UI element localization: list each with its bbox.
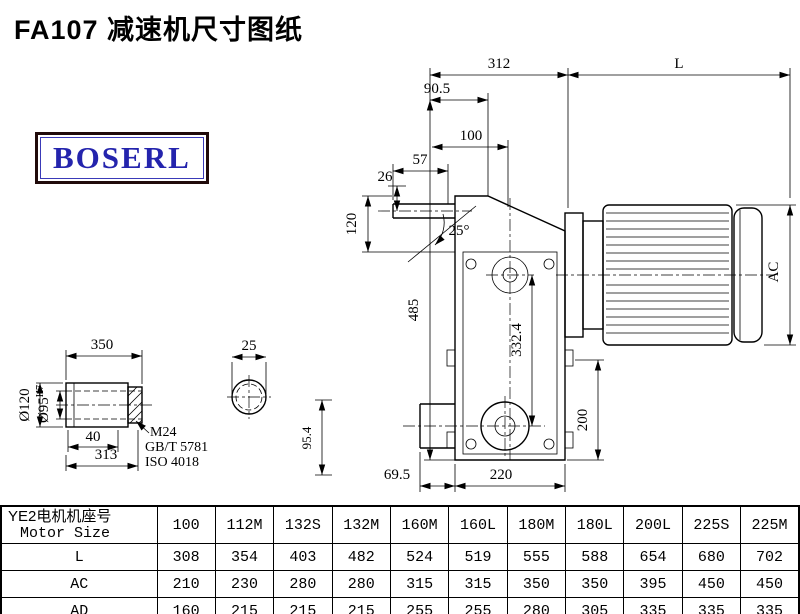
size-col-header: 132M [331, 505, 391, 544]
brand-logo-text: BOSERL [53, 140, 191, 175]
dim-cell: 255 [448, 597, 508, 614]
row-label-AC: AC [0, 570, 158, 598]
dim-shaft-length-313: 313 [95, 447, 118, 463]
size-col-header: 132S [273, 505, 333, 544]
dim-cell: 315 [389, 570, 450, 598]
size-col-header: 160L [448, 505, 508, 544]
table-row-AC: AC 210 230 280 280 315 315 350 350 395 4… [0, 570, 800, 598]
dim-cell: 350 [565, 570, 625, 598]
dim-key-25: 25 [242, 338, 257, 354]
dim-cell: 588 [565, 543, 625, 571]
size-col-header: 100 [156, 505, 216, 544]
motor-size-table: YE2电机机座号 Motor Size 100 112M 132S 132M 1… [0, 505, 800, 614]
motor-size-header-en: Motor Size [20, 525, 111, 542]
dim-cell: 230 [214, 570, 275, 598]
centerlines [56, 198, 774, 460]
dim-cell: 654 [623, 543, 683, 571]
dim-cell: 308 [156, 543, 216, 571]
dim-offset-69-5: 69.5 [384, 467, 410, 483]
dim-height-95-4: 95.4 [299, 426, 314, 449]
size-col-header: 180L [565, 505, 625, 544]
dim-shaft-length-350: 350 [91, 337, 114, 353]
dim-cell: 255 [389, 597, 450, 614]
dim-cell: 215 [214, 597, 275, 614]
gearbox-main-view [392, 195, 574, 461]
dim-motor-diameter-AC: AC [766, 262, 782, 283]
size-col-header: 160M [389, 505, 450, 544]
label-thread-m24: M24 [150, 425, 176, 440]
dim-shaft-offset-40: 40 [86, 429, 101, 445]
dim-angle-25: 25° [449, 223, 470, 239]
dim-cell: 305 [565, 597, 625, 614]
dim-cell: 280 [506, 597, 567, 614]
table-row-L: L 308 354 403 482 524 519 555 588 654 68… [0, 543, 800, 571]
dim-cell: 680 [681, 543, 742, 571]
dimension-drawing: 312 L 90.5 100 57 26 120 25° 485 332.4 A… [17, 56, 796, 492]
size-col-header: 225M [740, 505, 800, 544]
dim-motor-length-L: L [674, 56, 683, 72]
dim-offset-90-5: 90.5 [424, 81, 450, 97]
size-col-header: 180M [506, 505, 567, 544]
dim-cell: 335 [681, 597, 742, 614]
dimension-labels: 312 L 90.5 100 57 26 120 25° 485 332.4 A… [17, 56, 782, 483]
motor-size-header-cn: YE2电机机座号 [8, 508, 112, 525]
dim-cell: 215 [331, 597, 391, 614]
size-col-header: 200L [623, 505, 683, 544]
dim-height-332-4: 332.4 [509, 323, 525, 357]
size-col-header: 225S [681, 505, 742, 544]
dimension-lines [36, 71, 794, 490]
dim-cell: 395 [623, 570, 683, 598]
size-col-header: 112M [214, 505, 275, 544]
dim-height-485: 485 [406, 299, 422, 322]
dim-cell: 315 [448, 570, 508, 598]
dim-cell: 450 [740, 570, 800, 598]
motor-size-header-cell: YE2电机机座号 Motor Size [0, 505, 158, 544]
dim-cell: 350 [506, 570, 567, 598]
dim-cell: 280 [273, 570, 333, 598]
dim-width-312: 312 [488, 56, 511, 72]
dim-cell: 482 [331, 543, 391, 571]
dim-cell: 450 [681, 570, 742, 598]
dim-cell: 524 [389, 543, 450, 571]
dim-shaft-dia-120: Ø120 [17, 388, 33, 421]
dim-offset-100: 100 [460, 128, 483, 144]
dim-cell: 280 [331, 570, 391, 598]
table-header-row: YE2电机机座号 Motor Size 100 112M 132S 132M 1… [0, 505, 800, 544]
dim-cell: 403 [273, 543, 333, 571]
dim-cell: 519 [448, 543, 508, 571]
table-row-AD: AD 160 215 215 215 255 255 280 305 335 3… [0, 597, 800, 614]
row-label-AD: AD [0, 597, 158, 614]
dim-offset-26: 26 [378, 169, 394, 185]
dim-shaft-bore-95h7: Ø95H7 [35, 385, 52, 423]
label-standard-iso: ISO 4018 [145, 455, 199, 470]
dim-cell: 210 [156, 570, 216, 598]
dim-cell: 702 [740, 543, 800, 571]
dim-cell: 215 [273, 597, 333, 614]
dim-offset-120: 120 [344, 213, 360, 236]
dim-height-200: 200 [575, 409, 591, 432]
dim-cell: 555 [506, 543, 567, 571]
dim-width-220: 220 [490, 467, 513, 483]
page-title: FA107 减速机尺寸图纸 [14, 15, 304, 45]
dim-offset-57: 57 [413, 152, 429, 168]
brand-logo: BOSERL [35, 132, 209, 184]
dim-cell: 354 [214, 543, 275, 571]
dim-cell: 335 [623, 597, 683, 614]
dim-cell: 160 [156, 597, 216, 614]
brand-logo-frame: BOSERL [40, 137, 204, 179]
label-standard-gb: GB/T 5781 [145, 440, 208, 455]
row-label-L: L [0, 543, 158, 571]
dim-cell: 335 [740, 597, 800, 614]
